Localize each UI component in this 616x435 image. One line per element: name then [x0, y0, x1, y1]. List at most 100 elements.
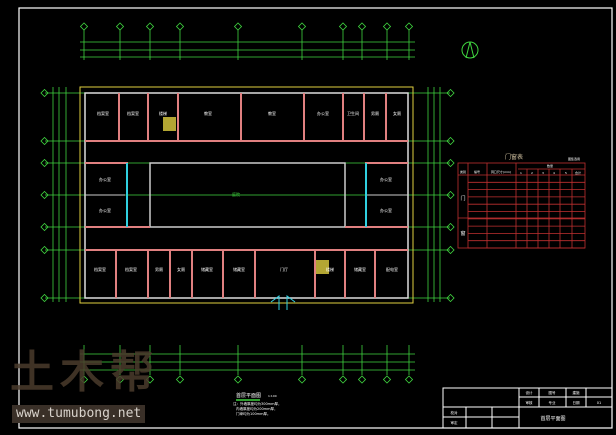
room-label: 办公室 — [380, 207, 392, 213]
axis-bubble — [145, 375, 155, 384]
title-block-field: 校对 — [451, 410, 459, 415]
entrance-door-icon — [270, 295, 296, 310]
title-block-field: 建施 — [573, 390, 581, 395]
title-block-field: 审核 — [526, 400, 534, 405]
room-label: 男厕 — [155, 266, 163, 272]
axis-bubble — [175, 375, 185, 384]
axis-bubble — [115, 375, 125, 384]
axis-bubble — [175, 22, 185, 31]
axis-bubble — [404, 375, 414, 384]
watermark-url: www.tumubong.net — [12, 405, 146, 423]
drawing-frame — [18, 7, 613, 429]
room-label: 卫生间 — [347, 110, 359, 116]
table-title: 门窗表 — [505, 153, 523, 161]
bottom-dimensions — [79, 345, 415, 384]
room-label: 办公室 — [99, 176, 111, 182]
room-label: 楼梯 — [326, 266, 334, 272]
room-label: 男厕 — [371, 110, 379, 116]
axis-bubble — [40, 245, 49, 255]
note-line-1: 注：外墙厚度均为300mm厚， — [233, 401, 282, 406]
room-label: 办公室 — [317, 110, 329, 116]
axis-bubble — [338, 22, 348, 31]
axis-bubble — [40, 158, 49, 168]
axis-bubble — [382, 22, 392, 31]
axis-bubble — [446, 158, 455, 168]
axis-bubble — [297, 22, 307, 31]
table-floor-header: 3 — [542, 171, 544, 175]
axis-bubble — [145, 22, 155, 31]
table-note: 图集选用 — [568, 156, 580, 161]
room-label: 档案室 — [94, 266, 106, 272]
room-label: 办公室 — [380, 176, 392, 182]
table-header: 编号 — [474, 169, 480, 174]
title-block — [442, 387, 613, 429]
axis-bubble — [446, 136, 455, 146]
note-line-3: 门垛均为100mm厚。 — [236, 411, 271, 416]
room-label: 配电室 — [386, 266, 398, 272]
axis-bubble — [40, 136, 49, 146]
axis-bubble — [446, 222, 455, 232]
axis-bubble — [233, 375, 243, 384]
side-dimensions — [52, 87, 441, 302]
room-label: 女厕 — [393, 110, 401, 116]
table-floor-header: 5 — [565, 171, 567, 175]
axis-bubble — [233, 22, 243, 31]
axis-bubble — [79, 375, 89, 384]
axis-bubble — [79, 22, 89, 31]
axis-bubble — [357, 22, 367, 31]
door-window-table — [457, 162, 586, 249]
room-label: 档案室 — [125, 266, 137, 272]
axis-bubble — [357, 375, 367, 384]
title-block-field: 01 — [597, 401, 601, 405]
axis-bubble — [40, 190, 49, 200]
room-label: 档案室 — [97, 110, 109, 116]
axis-bubble — [40, 222, 49, 232]
room-label: 门厅 — [280, 266, 288, 272]
note-line-2: 内墙厚度均为200mm厚， — [236, 406, 278, 411]
table-header: 洞口尺寸(mm) — [491, 169, 511, 174]
table-group-label: 门 — [460, 195, 465, 202]
drawing-scale: 1:100 — [268, 394, 277, 398]
title-block-field: 日期 — [573, 400, 581, 405]
table-floor-header: 4 — [553, 171, 555, 175]
room-label: 楼梯 — [159, 110, 167, 116]
axis-bubble — [382, 375, 392, 384]
room-label: 储藏室 — [201, 266, 213, 272]
table-group-label: 窗 — [460, 230, 465, 237]
drawing-title: 首层平面图 — [236, 392, 261, 399]
room-label: 教室 — [204, 110, 212, 116]
axis-bubble — [297, 375, 307, 384]
table-header: 类别 — [460, 169, 466, 174]
axis-bubble — [40, 88, 49, 98]
axis-bubble — [446, 88, 455, 98]
title-block-drawing-name: 首层平面图 — [540, 415, 565, 422]
stair-icon — [163, 117, 176, 131]
building-outline — [79, 86, 414, 304]
table-floor-header: 1 — [520, 171, 522, 175]
table-header: 数量 — [547, 163, 553, 168]
courtyard-label: 庭院 — [232, 191, 240, 197]
title-block-field: 专业 — [549, 400, 557, 405]
room-label: 储藏室 — [233, 266, 245, 272]
title-block-field: 审定 — [451, 420, 459, 425]
walls — [84, 92, 409, 299]
axis-bubble — [446, 190, 455, 200]
table-floor-header: 2 — [531, 171, 533, 175]
top-dimensions — [79, 22, 415, 60]
stair-icon — [316, 260, 329, 274]
table-floor-header: 合计 — [575, 170, 581, 175]
axis-bubble — [404, 22, 414, 31]
room-label: 储藏室 — [354, 266, 366, 272]
axis-bubble — [338, 375, 348, 384]
axis-bubble — [115, 22, 125, 31]
north-arrow-icon — [461, 41, 479, 59]
watermark-logo: 土木帮 — [10, 347, 160, 398]
title-block-field: 设计 — [526, 390, 534, 395]
room-label: 档案室 — [127, 110, 139, 116]
axis-bubble — [40, 293, 49, 303]
title-block-field: 图号 — [549, 390, 557, 395]
room-label: 教室 — [268, 110, 276, 116]
room-label: 办公室 — [99, 207, 111, 213]
axis-bubble — [446, 293, 455, 303]
